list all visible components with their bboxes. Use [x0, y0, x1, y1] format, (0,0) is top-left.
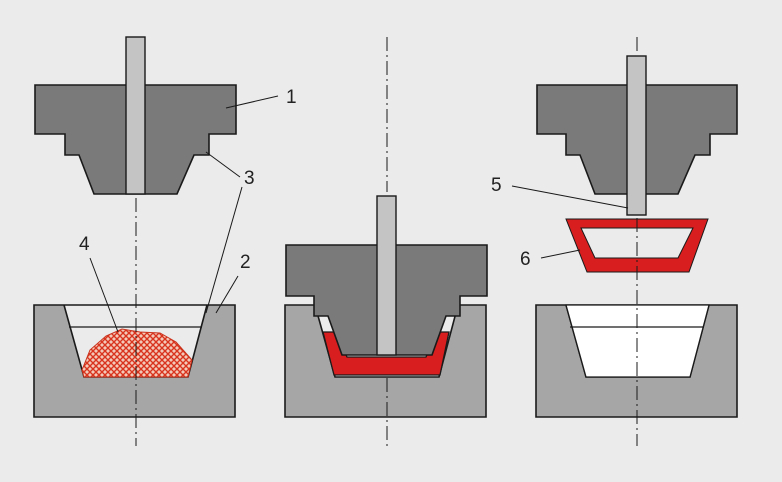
leader-6 — [540, 249, 581, 259]
stage-1-filling — [33, 36, 237, 446]
stage-2-pressing — [284, 37, 488, 446]
leader-5 — [511, 185, 629, 209]
stage3-ejector-pin — [626, 55, 647, 216]
label-3: 3 — [244, 168, 255, 189]
label-1: 1 — [286, 87, 297, 108]
leader-4 — [89, 257, 119, 333]
leader-3b — [205, 186, 243, 314]
stage-3-ejection — [535, 37, 738, 446]
label-2: 2 — [240, 252, 251, 273]
label-4: 4 — [79, 234, 90, 255]
leader-2 — [215, 275, 239, 314]
stage3-ejected-part — [565, 218, 709, 273]
stage1-powder-charge — [81, 328, 193, 378]
label-6: 6 — [520, 249, 531, 270]
leader-3a — [205, 151, 241, 178]
leader-lines — [89, 95, 629, 333]
labels: 1 3 2 4 5 6 — [79, 87, 531, 273]
stage1-ejector-pin — [125, 36, 146, 195]
stage2-ejector-pin — [376, 195, 397, 356]
leader-1 — [225, 95, 279, 109]
label-5: 5 — [491, 175, 502, 196]
